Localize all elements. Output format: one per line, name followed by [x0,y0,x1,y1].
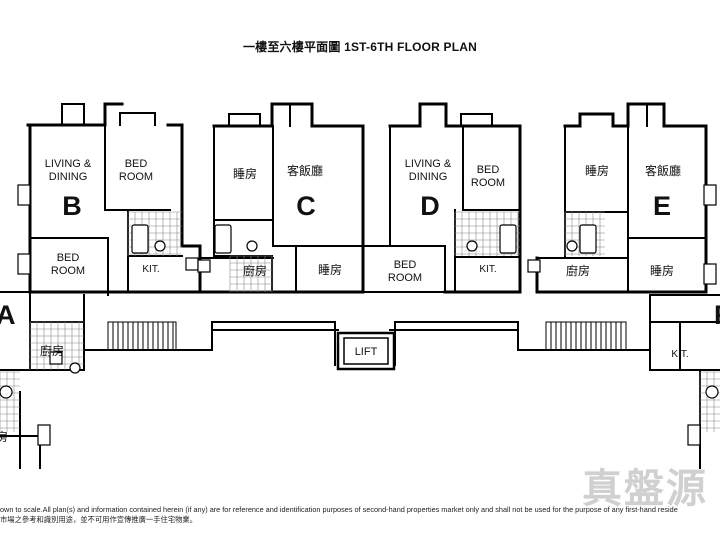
toilet [705,385,719,399]
side-unit-labels: A F 廚房 房 KIT. LIFT [0,300,720,444]
fixtures [0,224,719,399]
unit-e-labels: 睡房 客飯廳 E 廚房 睡房 [566,163,681,278]
label-bedroom: 睡房 [318,262,342,277]
label-kitchen: 廚房 [40,343,64,358]
label-bedroom-partial: 房 [0,429,8,444]
bathtub [214,224,232,254]
sink [527,259,541,273]
page-title: 一樓至六樓平面圖 1ST-6TH FLOOR PLAN [242,40,478,54]
label-living: LIVING & [45,158,92,170]
label-room: ROOM [471,177,505,189]
unit-d-labels: LIVING & DINING D BED ROOM KIT. [405,158,505,275]
stair-treads [112,322,622,350]
toilet [566,240,578,252]
toilet [154,240,166,252]
label-bed: BED [57,252,80,264]
sink [185,257,199,271]
label-living: LIVING & [405,158,452,170]
unit-label-b: B [62,191,82,221]
unit-b-labels: LIVING & DINING B BED ROOM BED ROOM KIT. [45,158,160,277]
disclaimer-line-1: own to scale.All plan(s) and information… [0,505,678,514]
unit-label-c: C [296,191,316,221]
window-markers [17,184,717,446]
toilet [466,240,478,252]
watermark: 真盤源 [582,466,708,512]
label-dining: DINING [49,171,88,183]
toilet [246,240,258,252]
unit-label-f: F [714,300,720,330]
unit-label-d: D [420,191,440,221]
sink [49,351,63,365]
label-kit: KIT. [142,264,159,275]
label-kitchen: 廚房 [566,263,590,278]
label-dining: DINING [409,171,448,183]
unit-label-a: A [0,300,16,330]
sink [197,259,211,273]
label-bedroom: 睡房 [585,163,609,178]
disclaimer-line-2: 市場之參考和識別用途，並不可用作宣傳推廣一手住宅物業。 [0,515,198,524]
label-bed: BED [394,259,417,271]
label-room: ROOM [119,171,153,183]
toilet [69,362,81,374]
label-kit: KIT. [479,264,496,275]
bathtub [499,224,517,254]
wall-lines [0,102,720,469]
label-kit: KIT. [671,349,688,360]
bathtub [131,224,149,254]
label-bedroom: 睡房 [650,263,674,278]
bathtub [579,224,597,254]
label-bed: BED [477,164,500,176]
unit-label-e: E [653,191,671,221]
label-kitchen: 廚房 [243,263,267,278]
label-bedroom: 睡房 [233,166,257,181]
label-living: 客飯廳 [287,163,323,178]
unit-c-labels: 睡房 客飯廳 C 廚房 睡房 [233,163,342,278]
label-lift: LIFT [355,346,378,358]
label-room: ROOM [388,272,422,284]
middle-bed-labels: BED ROOM [388,259,422,284]
toilet [0,385,13,399]
label-living: 客飯廳 [645,163,681,178]
label-bed: BED [125,158,148,170]
label-room: ROOM [51,265,85,277]
